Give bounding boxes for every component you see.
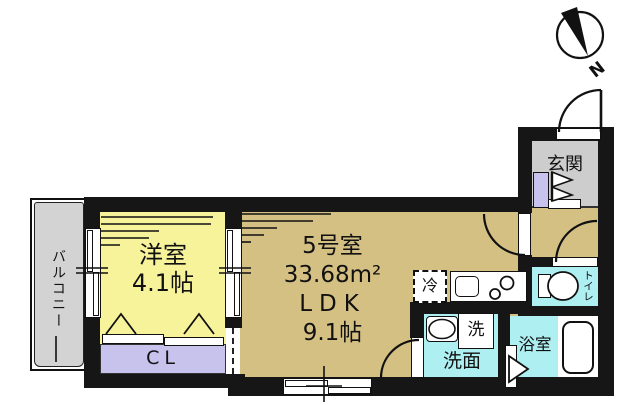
western-room-size: 4.1帖 xyxy=(131,269,195,297)
entrance-step xyxy=(548,199,581,209)
toilet-label: トイレ xyxy=(582,270,595,302)
window-west-pane-2 xyxy=(93,272,99,316)
fridge-box xyxy=(413,270,447,303)
entrance-door-swing xyxy=(557,88,603,133)
hallway-floor xyxy=(532,207,598,258)
entrance-label: 玄関 xyxy=(547,153,583,175)
closet-boundary-dashed-line xyxy=(232,328,234,374)
toilet-tank xyxy=(538,274,551,298)
window-west-pane-1 xyxy=(87,230,93,272)
closet-door-track-1 xyxy=(102,334,164,344)
shoe-cabinet xyxy=(533,172,549,208)
wall-partition-upper xyxy=(225,212,242,228)
washer-label: 洗 xyxy=(467,320,485,341)
wall-partition-lower xyxy=(225,318,242,328)
wash-basin xyxy=(426,316,458,342)
closet-label: CL xyxy=(146,347,180,370)
sliding-door-pane-2 xyxy=(234,272,240,316)
wall-east xyxy=(598,127,614,396)
window-south-pane-1 xyxy=(285,380,328,387)
fridge-label: 冷 xyxy=(421,276,438,296)
washing-machine xyxy=(458,313,494,349)
bathroom-label: 浴室 xyxy=(518,334,552,354)
ldk-label: 5号室 33.68m² LDK 9.1帖 xyxy=(245,229,420,351)
closet-door-track-2 xyxy=(164,337,224,346)
ldk-type: LDK xyxy=(299,291,366,317)
wall-toilet-top xyxy=(532,257,554,267)
bathtub xyxy=(562,321,594,374)
entrance-door-opening xyxy=(556,128,601,140)
closet-floor xyxy=(100,344,226,374)
wall-entrance-west xyxy=(518,127,532,213)
kitchen-sink xyxy=(455,276,479,297)
wall-kitchen-bottom xyxy=(410,302,532,314)
washroom-label: 洗面 xyxy=(442,350,481,373)
ldk-size: 9.1帖 xyxy=(302,319,363,346)
western-room-name: 洋室 xyxy=(139,241,187,270)
wall-bottom-closet xyxy=(84,374,245,388)
wall-toilet-bottom xyxy=(532,306,598,316)
balcony-floor xyxy=(34,202,84,367)
ldk-door-leaf xyxy=(518,213,531,256)
wall-washroom-west xyxy=(410,314,424,338)
north-label: N xyxy=(586,58,610,83)
window-south-pane-2 xyxy=(328,387,371,394)
balcony-label: バルコニー xyxy=(50,248,67,329)
sliding-door-pane-1 xyxy=(227,230,233,272)
north-arrow: N xyxy=(555,7,610,83)
wall-top-main xyxy=(84,197,532,212)
ldk-room-number: 5号室 xyxy=(302,233,363,260)
ldk-area: 33.68m² xyxy=(283,262,382,289)
western-room-label: 洋室 4.1帖 xyxy=(100,238,226,302)
